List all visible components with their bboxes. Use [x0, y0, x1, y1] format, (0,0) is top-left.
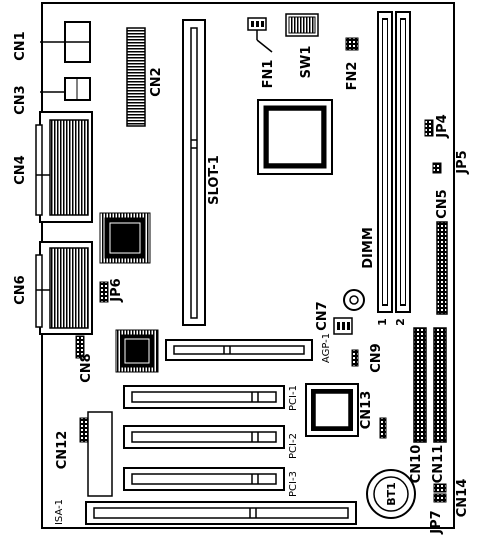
- pci3-label: PCI-3: [288, 471, 299, 497]
- fn1-label: FN1: [261, 60, 276, 89]
- pci1-slot: [123, 385, 285, 409]
- chip-2: [115, 329, 159, 373]
- cn10-label: CN10: [409, 445, 424, 484]
- dimm-slot-1: [377, 11, 393, 313]
- bt1-label: BT1: [385, 482, 398, 506]
- pci3-slot: [123, 467, 285, 491]
- jp5-label: JP5: [455, 150, 470, 174]
- chip-1: [99, 212, 151, 264]
- cn2-connector: [126, 27, 146, 127]
- slot1-connector: [182, 19, 206, 326]
- agp1-slot: [165, 339, 313, 361]
- cn3-label: CN3: [13, 85, 28, 114]
- cn4-label: CN4: [13, 155, 28, 184]
- cn5-connector: [436, 221, 448, 315]
- jp4-label: JP4: [435, 114, 450, 138]
- fn2-label: FN2: [345, 62, 360, 91]
- cn11-label: CN11: [431, 445, 446, 484]
- jp4-jumper: [424, 119, 434, 137]
- sw1-switch: [285, 13, 319, 37]
- dimm-slot-2: [395, 11, 411, 313]
- slot1-label: SLOT-1: [207, 155, 222, 205]
- cn11-connector: [433, 327, 447, 443]
- cpu-chip: [257, 99, 333, 175]
- fn2-header: [345, 37, 359, 51]
- cn8-label: CN8: [79, 353, 94, 382]
- sw1-label: SW1: [299, 46, 314, 79]
- cn10-connector: [413, 327, 427, 443]
- cn7-header: [333, 317, 353, 335]
- cn6-label: CN6: [13, 275, 28, 304]
- cn9-label: CN9: [369, 343, 384, 372]
- cn8-connector: [75, 335, 85, 359]
- jp7-jumper: [433, 483, 447, 493]
- cn13-label: CN13: [359, 391, 374, 430]
- cn4-connector: [35, 111, 93, 223]
- chipset-chip: [305, 383, 359, 437]
- isa1-slot: [85, 501, 357, 525]
- cn13-connector: [379, 417, 387, 439]
- jp7-label: JP7: [429, 510, 444, 534]
- isa1-label: ISA-1: [54, 499, 65, 525]
- fn1-header: [247, 17, 273, 53]
- cn14-connector: [433, 493, 447, 503]
- cn12-label: CN12: [55, 431, 70, 470]
- dimm-2-label: 2: [394, 318, 407, 326]
- round-component: [343, 289, 365, 311]
- cn2-label: CN2: [149, 67, 164, 96]
- cn1-label: CN1: [13, 31, 28, 60]
- cn3-connector: [64, 77, 91, 101]
- bt1-battery: [366, 469, 416, 519]
- component-box: [87, 411, 113, 497]
- dimm-label: DIMM: [361, 227, 376, 269]
- jp6-jumper: [99, 281, 109, 303]
- cn1-connector: [64, 21, 91, 63]
- cn7-label: CN7: [315, 301, 330, 330]
- cn5-label: CN5: [435, 189, 450, 218]
- pci2-label: PCI-2: [288, 433, 299, 459]
- pci2-slot: [123, 425, 285, 449]
- cn14-label: CN14: [455, 479, 470, 518]
- jp5-jumper: [432, 162, 442, 174]
- pci1-label: PCI-1: [288, 385, 299, 411]
- cn6-connector: [35, 241, 93, 335]
- cn12-connector: [79, 417, 89, 443]
- dimm-1-label: 1: [376, 318, 389, 326]
- cn9-connector: [351, 349, 359, 367]
- jp6-label: JP6: [109, 278, 124, 302]
- agp1-label: AGP-1: [321, 333, 332, 363]
